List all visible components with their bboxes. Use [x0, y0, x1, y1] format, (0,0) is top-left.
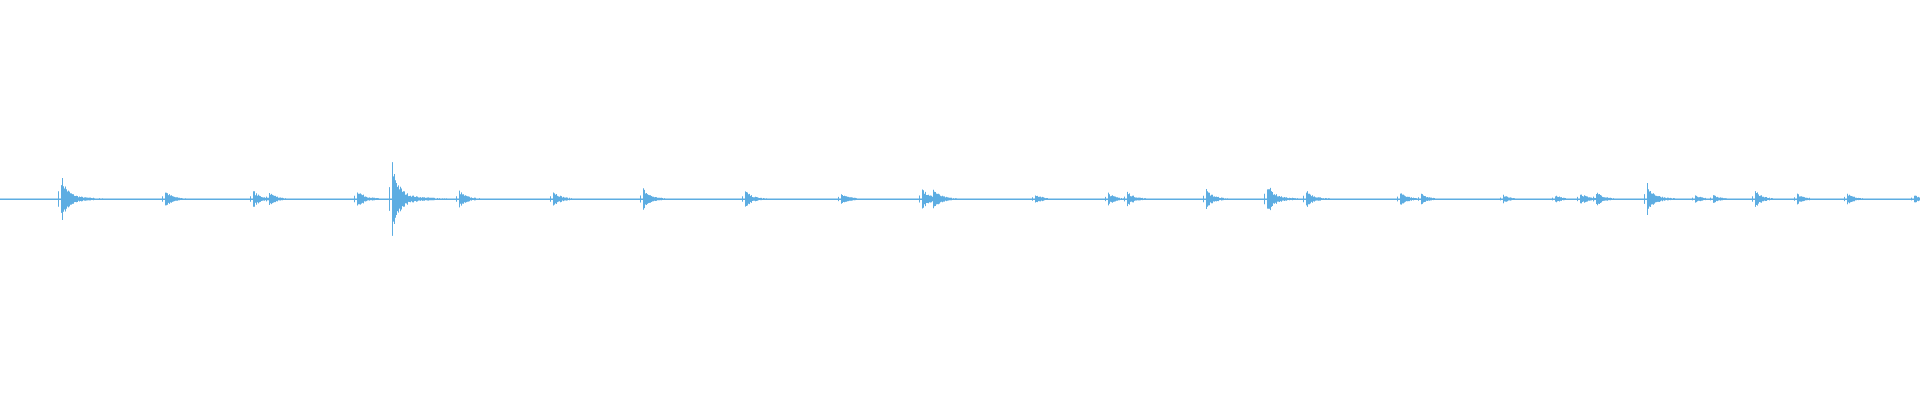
waveform-transient-18 — [1303, 191, 1330, 207]
waveform-transient-24 — [1593, 192, 1614, 206]
waveform-transient-25 — [1644, 183, 1675, 215]
waveform-transient-15 — [1124, 191, 1146, 207]
waveform-transient-21 — [1500, 194, 1515, 204]
waveform-transient-8 — [640, 188, 665, 210]
waveform-transient-3 — [266, 193, 286, 205]
waveform-transient-6 — [456, 190, 480, 208]
waveform-transient-5 — [389, 162, 447, 236]
waveform-transient-1 — [162, 192, 186, 206]
waveform-transient-14 — [1105, 192, 1124, 206]
waveform-transient-20 — [1418, 193, 1435, 205]
waveform-transient-4 — [354, 192, 379, 206]
waveform-transient-10 — [838, 194, 857, 204]
waveform-transient-30 — [1844, 193, 1863, 205]
waveform-transient-28 — [1752, 191, 1773, 207]
waveform-transient-16 — [1203, 189, 1228, 209]
waveform-transient-13 — [1032, 195, 1048, 203]
waveform-transient-17 — [1264, 187, 1298, 211]
waveform-transient-22 — [1552, 195, 1566, 203]
waveform-transient-7 — [550, 192, 572, 206]
waveform-transient-29 — [1794, 193, 1810, 205]
waveform-transient-26 — [1692, 195, 1706, 203]
waveform-transient-31 — [1911, 195, 1920, 203]
waveform-transient-9 — [742, 191, 767, 207]
waveform-transient-12 — [930, 189, 957, 209]
waveform-baseline — [0, 198, 1920, 200]
waveform-transient-19 — [1397, 193, 1417, 205]
waveform-transient-0 — [58, 178, 103, 220]
waveform-transient-27 — [1710, 195, 1727, 203]
